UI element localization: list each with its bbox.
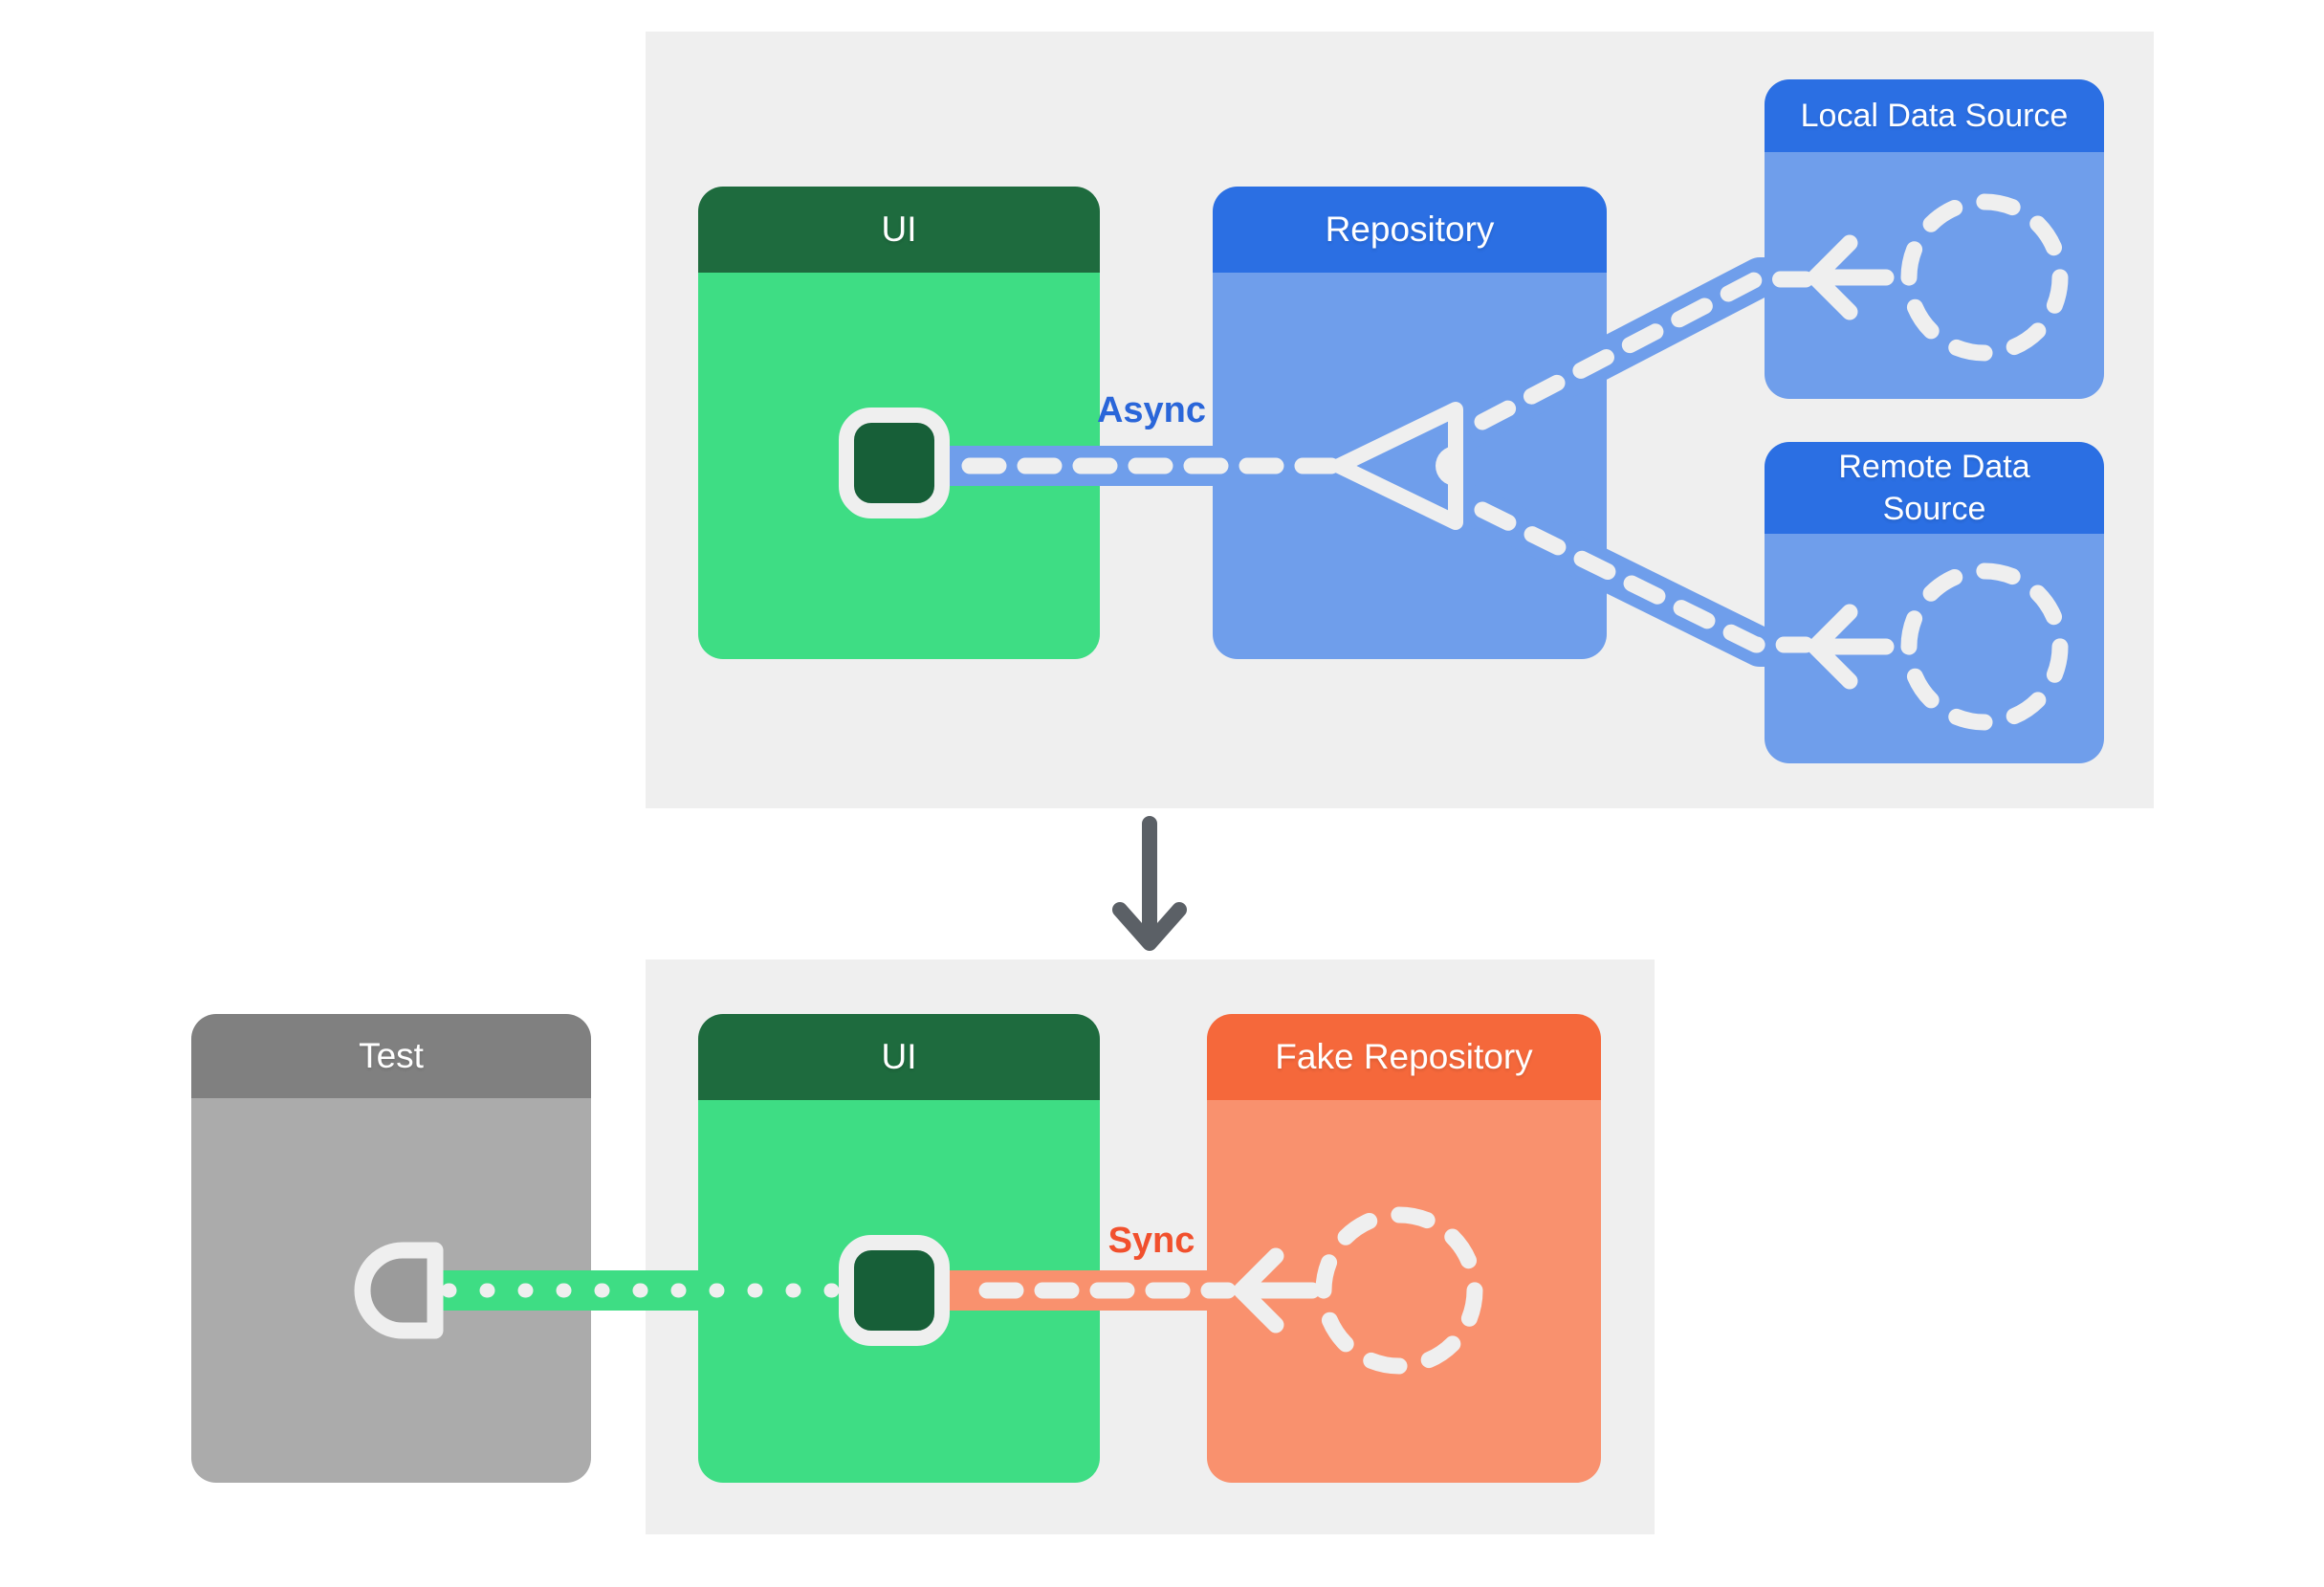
ui-box-bottom-body: [698, 1100, 1100, 1483]
test-box: Test: [191, 1014, 591, 1483]
ui-box-top-title: UI: [881, 209, 917, 249]
fake-repository-title: Fake Repository: [1275, 1037, 1533, 1076]
remote-data-source-title: Remote Data Source: [1838, 449, 2030, 527]
repository-box-title: Repository: [1325, 209, 1495, 249]
down-arrow-icon: [1112, 816, 1187, 951]
ui-box-top: UI: [698, 187, 1100, 659]
sync-label: Sync: [1107, 1221, 1195, 1261]
down-arrow-head: [1112, 902, 1187, 951]
local-data-source-header: Local Data Source: [1765, 79, 2104, 152]
local-data-source-body: [1765, 152, 2104, 399]
fake-repository-box: Fake Repository: [1207, 1014, 1601, 1483]
fake-repository-header: Fake Repository: [1207, 1014, 1601, 1100]
local-data-source-box: Local Data Source: [1765, 79, 2104, 399]
ui-box-bottom: UI: [698, 1014, 1100, 1483]
test-box-header: Test: [191, 1014, 591, 1098]
fake-repository-body: [1207, 1100, 1601, 1483]
remote-data-source-header: Remote Data Source: [1765, 442, 2104, 534]
ui-box-top-header: UI: [698, 187, 1100, 273]
test-box-title: Test: [359, 1036, 424, 1075]
repository-box-body: [1213, 273, 1607, 659]
async-label: Async: [1096, 390, 1207, 430]
local-data-source-title: Local Data Source: [1800, 97, 2069, 134]
ui-box-top-body: [698, 273, 1100, 659]
ui-box-bottom-title: UI: [881, 1037, 917, 1076]
test-box-body: [191, 1098, 591, 1483]
ui-box-bottom-header: UI: [698, 1014, 1100, 1100]
repository-box: Repository: [1213, 187, 1607, 659]
remote-data-source-box: Remote Data Source: [1765, 442, 2104, 763]
remote-data-source-body: [1765, 534, 2104, 763]
repository-box-header: Repository: [1213, 187, 1607, 273]
